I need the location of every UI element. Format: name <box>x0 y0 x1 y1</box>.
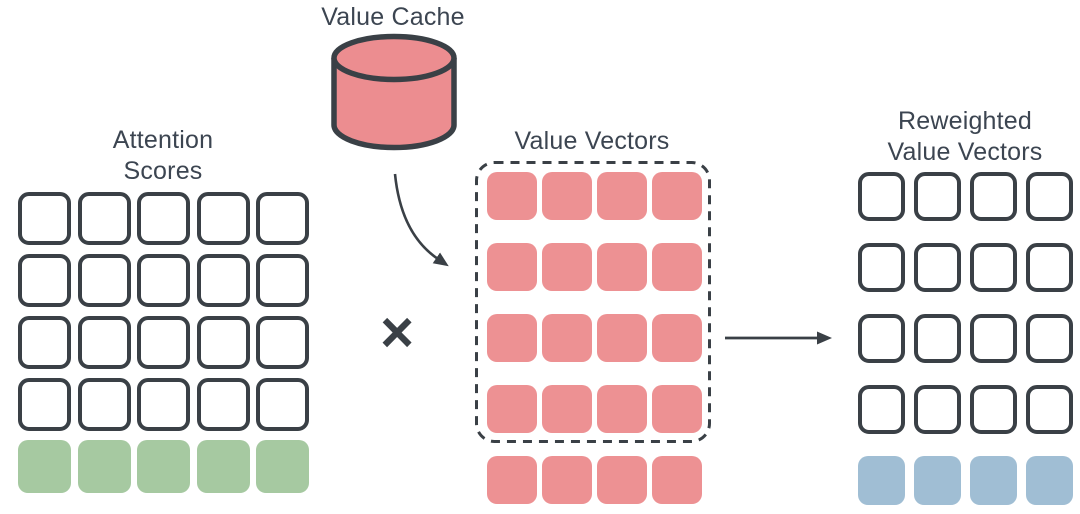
value-cache-cylinder-icon <box>331 33 457 151</box>
attention-scores-title-line1: Attention <box>112 126 214 154</box>
matrix-cell-outline <box>858 243 905 292</box>
attention-scores-title: Attention Scores <box>38 125 288 187</box>
matrix-cell-outline <box>256 254 309 307</box>
matrix-cell-outline <box>18 378 71 431</box>
reweighted-title-line2: Value Vectors <box>887 138 1043 166</box>
matrix-cell-pink <box>652 243 702 291</box>
matrix-cell-outline <box>77 316 131 369</box>
matrix-cell-pink <box>542 243 592 291</box>
matrix-cell-outline <box>256 378 309 431</box>
matrix-cell-outline <box>256 192 309 245</box>
value-vectors-title: Value Vectors <box>514 127 670 155</box>
matrix-cell-pink <box>597 385 647 433</box>
matrix-cell-outline <box>77 254 131 307</box>
matrix-cell-pink <box>542 314 592 362</box>
matrix-cell-blue <box>914 456 961 505</box>
matrix-cell-outline <box>77 378 131 431</box>
matrix-cell-pink <box>597 456 647 504</box>
matrix-cell-green <box>77 440 131 493</box>
matrix-cell-pink <box>652 456 702 504</box>
matrix-cell-pink <box>542 172 592 220</box>
curved-arrow-icon <box>393 173 449 267</box>
attention-scores-title-line2: Scores <box>123 157 203 185</box>
matrix-cell-pink <box>652 314 702 362</box>
matrix-cell-pink <box>542 456 592 504</box>
matrix-cell-pink <box>487 172 537 220</box>
matrix-cell-outline <box>137 254 190 307</box>
attention-scores-matrix <box>18 192 309 493</box>
matrix-cell-outline <box>18 316 71 369</box>
matrix-cell-pink <box>487 243 537 291</box>
matrix-cell-green <box>256 440 309 493</box>
matrix-cell-green <box>196 440 250 493</box>
reweighted-title-line1: Reweighted <box>897 107 1033 135</box>
matrix-cell-outline <box>858 385 905 434</box>
matrix-cell-outline <box>137 316 190 369</box>
matrix-cell-outline <box>970 243 1017 292</box>
matrix-cell-outline <box>970 314 1017 363</box>
matrix-cell-pink <box>542 385 592 433</box>
matrix-cell-outline <box>137 378 190 431</box>
matrix-cell-outline <box>970 385 1017 434</box>
value-vectors-matrix <box>487 172 702 504</box>
matrix-cell-outline <box>137 192 190 245</box>
matrix-cell-blue <box>858 456 905 505</box>
matrix-cell-outline <box>858 314 905 363</box>
dashed-selection-box <box>475 161 711 443</box>
matrix-cell-outline <box>196 316 250 369</box>
multiply-icon: × <box>380 300 414 365</box>
matrix-cell-outline <box>1026 243 1073 292</box>
matrix-cell-pink <box>597 172 647 220</box>
flow-arrow-icon <box>725 331 832 345</box>
matrix-cell-outline <box>914 172 961 221</box>
matrix-cell-outline <box>914 314 961 363</box>
matrix-cell-outline <box>196 254 250 307</box>
matrix-cell-outline <box>18 192 71 245</box>
matrix-cell-outline <box>18 254 71 307</box>
reweighted-value-vectors-matrix <box>858 172 1073 505</box>
matrix-cell-outline <box>1026 385 1073 434</box>
matrix-cell-pink <box>652 172 702 220</box>
matrix-cell-outline <box>196 192 250 245</box>
matrix-cell-outline <box>858 172 905 221</box>
matrix-cell-pink <box>487 456 537 504</box>
matrix-cell-outline <box>914 385 961 434</box>
matrix-cell-pink <box>487 385 537 433</box>
matrix-cell-outline <box>1026 172 1073 221</box>
matrix-cell-outline <box>1026 314 1073 363</box>
matrix-cell-pink <box>487 314 537 362</box>
matrix-cell-outline <box>196 378 250 431</box>
matrix-cell-pink <box>597 314 647 362</box>
matrix-cell-pink <box>597 243 647 291</box>
matrix-cell-outline <box>970 172 1017 221</box>
matrix-cell-outline <box>914 243 961 292</box>
matrix-cell-blue <box>1026 456 1073 505</box>
matrix-cell-blue <box>970 456 1017 505</box>
matrix-cell-outline <box>256 316 309 369</box>
matrix-cell-green <box>137 440 190 493</box>
matrix-cell-pink <box>652 385 702 433</box>
value-cache-label: Value Cache <box>321 3 465 31</box>
reweighted-value-vectors-title: Reweighted Value Vectors <box>860 106 1070 168</box>
matrix-cell-outline <box>77 192 131 245</box>
matrix-cell-green <box>18 440 71 493</box>
